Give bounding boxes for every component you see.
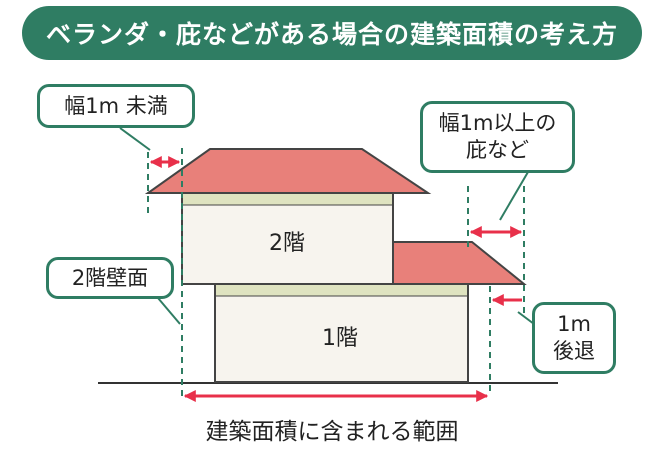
callout-width-under-1m: 幅1m 未満	[37, 84, 195, 128]
callout-width-1m-over-line1: 幅1m以上の	[438, 111, 557, 135]
leader-second-wall	[157, 297, 181, 325]
first-floor-wall	[214, 283, 469, 383]
callout-width-1m-over-line2: 庇など	[466, 138, 529, 162]
leader-width-1m-over	[499, 171, 529, 221]
callout-setback: 1m 後退	[532, 302, 616, 374]
main-roof	[144, 148, 432, 194]
page-title: ベランダ・庇などがある場合の建築面積の考え方	[45, 20, 618, 49]
callout-width-1m-over: 幅1m以上の 庇など	[420, 101, 575, 173]
second-floor-band	[183, 194, 392, 205]
callout-second-floor-wall: 2階壁面	[46, 257, 174, 299]
first-floor-band	[216, 285, 467, 296]
first-floor-label: 1階	[322, 326, 358, 351]
title-banner: ベランダ・庇などがある場合の建築面積の考え方	[22, 6, 642, 60]
callout-width-under-1m-text: 幅1m 未満	[64, 93, 168, 118]
callout-setback-line2: 後退	[553, 339, 595, 363]
building-area-caption: 建築面積に含まれる範囲	[205, 419, 459, 445]
callout-second-floor-wall-text: 2階壁面	[71, 265, 149, 290]
leader-width-under-1m	[119, 127, 151, 151]
second-floor-label: 2階	[269, 231, 305, 256]
leader-setback	[517, 311, 535, 325]
callout-setback-line1: 1m	[557, 312, 591, 336]
canopy-roof	[392, 241, 527, 285]
